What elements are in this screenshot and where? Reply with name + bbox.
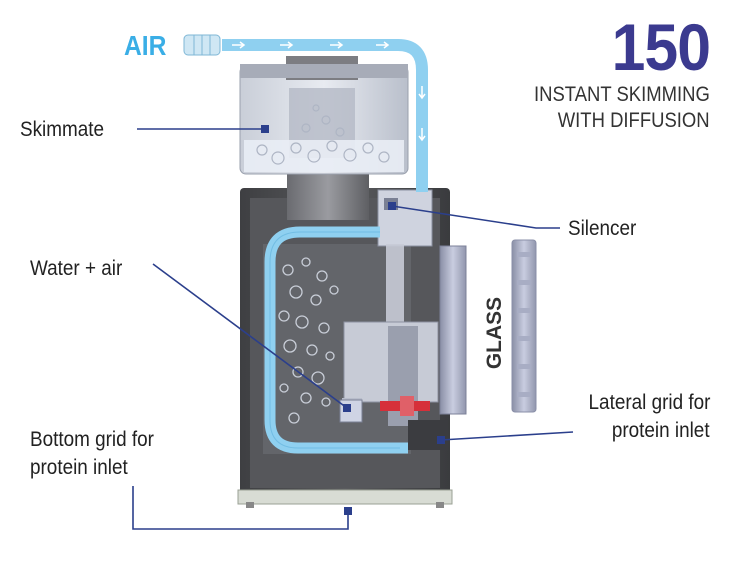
water-air-label: Water + air — [30, 257, 123, 280]
water-air-tube-outline — [269, 231, 400, 449]
glass-label: GLASS — [483, 296, 506, 370]
water-air-leader — [152, 263, 348, 409]
silencer-leader — [391, 205, 560, 229]
air-flow-arrows — [232, 41, 426, 142]
internal-pipe — [386, 244, 404, 334]
bottom-grid-label-line1: Bottom grid for — [30, 428, 154, 451]
leader-lines — [132, 128, 574, 530]
air-label: AIR — [124, 30, 167, 61]
air-fitting — [183, 34, 221, 56]
skimmate-label: Skimmate — [20, 118, 105, 141]
bottom-grid-label-line2: protein inlet — [30, 456, 128, 479]
lateral-grid-label-line1: Lateral grid for — [588, 391, 710, 414]
glass-panel — [511, 239, 537, 413]
tagline-line2: WITH DIFFUSION — [558, 109, 710, 132]
silencer-label: Silencer — [568, 217, 637, 240]
silencer-block — [377, 189, 433, 247]
air-tube — [222, 39, 428, 192]
leader-markers — [261, 125, 445, 515]
model-number: 150 — [611, 10, 710, 84]
glass-section — [439, 245, 467, 415]
bottom-grid-leader — [132, 486, 349, 530]
lateral-grid-label-line2: protein inlet — [612, 419, 710, 442]
collection-cup — [239, 56, 409, 175]
bubbles — [278, 257, 339, 424]
tagline-line1: INSTANT SKIMMING — [534, 83, 710, 106]
lateral-grid-leader — [440, 431, 574, 441]
